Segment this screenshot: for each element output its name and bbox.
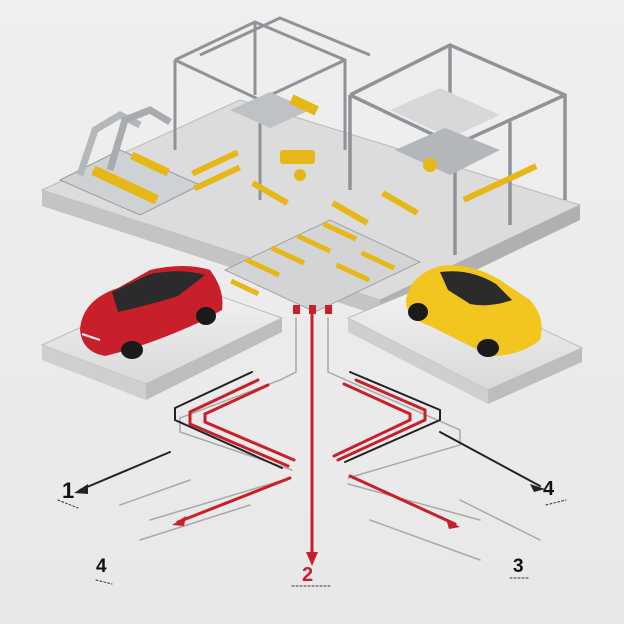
red-car: [80, 266, 223, 359]
route-label-left-lower: 4: [96, 556, 107, 577]
conveyor: [223, 219, 422, 313]
flow-diagram: [57, 305, 567, 587]
route-label-right-lower: 3: [513, 556, 524, 577]
route-label-center: 2: [302, 564, 314, 586]
yellow-car: [405, 265, 542, 357]
robot-cell-left: [58, 106, 202, 216]
machinery: [191, 88, 538, 226]
route-label-left-upper: 1: [62, 478, 75, 503]
route-label-right-upper: 4: [543, 478, 555, 500]
